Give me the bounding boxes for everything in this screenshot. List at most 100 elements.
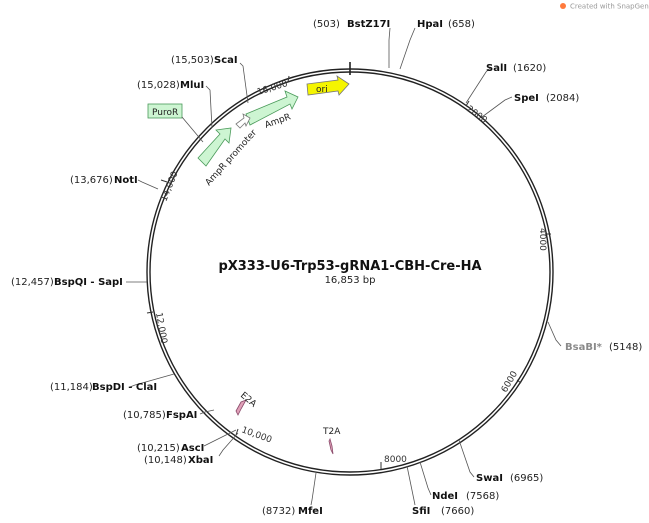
feature-t2a[interactable]: T2A <box>322 427 341 455</box>
site-position: (10,785) <box>123 410 166 421</box>
asci-leader <box>203 429 237 447</box>
site-name: MluI <box>180 80 204 91</box>
site-xbai[interactable]: (10,148) XbaI <box>144 455 213 466</box>
spei-leader <box>481 96 513 118</box>
site-asci[interactable]: (10,215) AscI <box>137 443 204 454</box>
tick-mark <box>146 311 154 314</box>
t2a-label: T2A <box>322 427 341 437</box>
site-position: (10,148) <box>144 455 187 466</box>
tick-label-8000: 8000 <box>384 455 407 465</box>
site-position: (658) <box>448 19 475 30</box>
site-name: SalI <box>486 63 507 74</box>
site-position: (12,457) <box>11 277 54 288</box>
site-name: NdeI <box>432 491 458 502</box>
ori-label: ori <box>316 85 328 95</box>
site-spei[interactable]: SpeI (2084) <box>514 93 579 104</box>
ampr-promoter-arrow <box>235 113 251 129</box>
site-name: NotI <box>114 175 138 186</box>
plasmid-name: pX333-U6-Trp53-gRNA1-CBH-Cre-HA <box>218 259 481 274</box>
tick-mark <box>465 100 470 107</box>
tick-mark <box>287 75 290 83</box>
site-position: (7568) <box>466 491 499 502</box>
site-noti[interactable]: (13,676) NotI <box>70 175 138 186</box>
site-position: (2084) <box>546 93 579 104</box>
site-name: BspQI - SapI <box>54 277 123 288</box>
site-position: (8732) <box>262 506 295 517</box>
site-position: (503) <box>313 19 340 30</box>
site-name: BstZ17I <box>347 19 390 30</box>
fspai-leader <box>199 409 215 415</box>
tick-label-2000: 2000 <box>464 104 489 126</box>
credit-text: Created with SnapGene® <box>570 3 649 11</box>
site-labels: (503) BstZ17I HpaI (658) SalI (1620) Spe… <box>11 19 642 517</box>
noti-leader <box>137 179 159 190</box>
site-bspqi-sapi[interactable]: (12,457) BspQI - SapI <box>11 277 123 288</box>
tick-mark <box>516 379 522 384</box>
site-sali[interactable]: SalI (1620) <box>486 63 546 74</box>
tick-label-16000: 16,000 <box>256 79 289 98</box>
ampr-arrow <box>245 90 299 126</box>
tick-mark <box>160 179 168 183</box>
puror-label: PuroR <box>152 108 178 118</box>
site-position: (13,676) <box>70 175 113 186</box>
site-name: SfiI <box>412 506 430 517</box>
sali-leader <box>465 67 491 104</box>
swai-leader <box>458 439 475 478</box>
site-leaders <box>126 27 562 506</box>
feature-e2a[interactable]: E2A <box>235 391 259 416</box>
mlui-leader <box>205 85 213 129</box>
site-position: (6965) <box>510 473 543 484</box>
feature-ori[interactable]: ori <box>306 75 350 96</box>
site-bsabi[interactable]: BsaBI* (5148) <box>565 342 642 353</box>
sfii-leader <box>406 465 416 506</box>
hpai-leader <box>399 27 416 70</box>
site-position: (5148) <box>609 342 642 353</box>
ndei-leader <box>419 461 432 496</box>
site-hpai[interactable]: HpaI (658) <box>417 19 475 30</box>
puror-label-box <box>147 103 183 119</box>
site-name: XbaI <box>188 455 213 466</box>
site-ndei[interactable]: NdeI (7568) <box>432 491 499 502</box>
site-scai[interactable]: (15,503) ScaI <box>171 55 238 66</box>
tick-label-14000: 14,000 <box>160 170 181 203</box>
site-name: MfeI <box>298 506 323 517</box>
site-name: SwaI <box>476 473 503 484</box>
site-name: HpaI <box>417 19 443 30</box>
plasmid-size: 16,853 bp <box>325 275 376 286</box>
site-sfii[interactable]: SfiI (7660) <box>412 506 474 517</box>
site-name: SpeI <box>514 93 539 104</box>
site-position: (15,028) <box>137 80 180 91</box>
site-position: (15,503) <box>171 55 214 66</box>
tick-mark <box>235 428 239 436</box>
mfei-leader <box>310 472 317 506</box>
site-name: AscI <box>181 443 204 454</box>
site-fspai[interactable]: (10,785) FspAI <box>123 410 197 421</box>
feature-puror[interactable]: PuroR <box>147 103 232 167</box>
site-name: ScaI <box>214 55 238 66</box>
tick-label-4000: 4000 <box>537 228 547 251</box>
puror-arrow <box>197 127 232 167</box>
site-name: BspDI - ClaI <box>92 382 157 393</box>
bstz17i-leader <box>388 27 391 68</box>
site-name: FspAI <box>166 410 197 421</box>
ori-arrow <box>306 75 350 96</box>
site-position: (11,184) <box>50 382 93 393</box>
site-position: (10,215) <box>137 443 180 454</box>
snapgene-credit: Created with SnapGene® <box>560 3 649 11</box>
t2a-marker <box>328 437 334 455</box>
scai-leader <box>239 62 249 104</box>
site-bstz17i[interactable]: (503) BstZ17I <box>313 19 390 30</box>
bspdi-leader <box>129 373 175 388</box>
e2a-marker <box>235 399 247 416</box>
puror-leader <box>181 116 204 143</box>
bsabi-leader <box>547 321 562 347</box>
site-mfei[interactable]: (8732) MfeI <box>262 506 323 517</box>
site-swai[interactable]: SwaI (6965) <box>476 473 543 484</box>
site-bspdi-clai[interactable]: (11,184) BspDI - ClaI <box>50 382 157 393</box>
xbai-leader <box>218 432 239 457</box>
site-name: BsaBI* <box>565 342 603 353</box>
snapgene-logo-icon <box>560 3 566 9</box>
site-position: (1620) <box>513 63 546 74</box>
site-mlui[interactable]: (15,028) MluI <box>137 80 204 91</box>
